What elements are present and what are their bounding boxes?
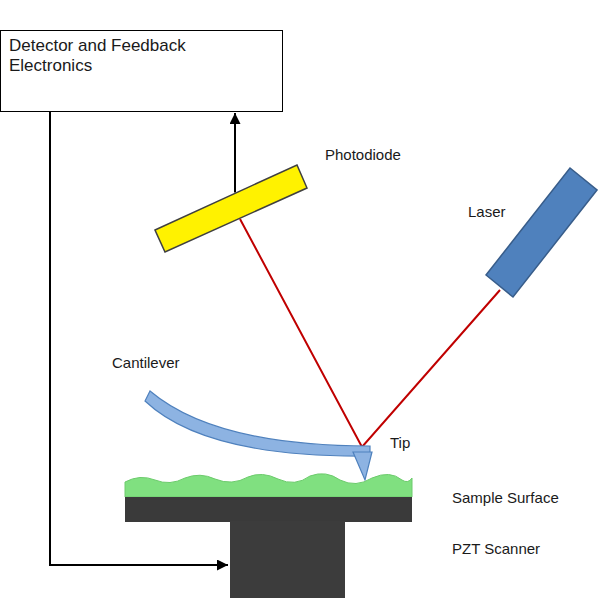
sample-surface	[125, 474, 412, 497]
signal-arrow	[234, 113, 236, 192]
probe-tip	[353, 452, 372, 480]
photodiode-body	[155, 165, 307, 252]
part-label: Laser	[468, 203, 506, 221]
signal-arrow	[50, 112, 228, 565]
node-text: Detector and Feedback Electronics	[9, 36, 224, 77]
node-text: PZT Scanner	[452, 540, 540, 558]
photodiode: Photodiode	[153, 163, 309, 255]
photodiode-shape	[153, 163, 309, 255]
cantilever-beam	[145, 391, 370, 456]
part-label: Sample Surface	[452, 489, 559, 507]
pzt-scanner: PZT Scanner	[230, 521, 345, 598]
sample-stage-plate	[125, 497, 412, 522]
part-label: Tip	[390, 434, 410, 452]
laser-body	[486, 168, 597, 297]
node-text: Photodiode	[325, 146, 401, 164]
part-label: Cantilever	[112, 354, 180, 372]
laser-beam	[240, 219, 500, 447]
electronics-box: Detector and Feedback Electronics	[0, 30, 283, 112]
